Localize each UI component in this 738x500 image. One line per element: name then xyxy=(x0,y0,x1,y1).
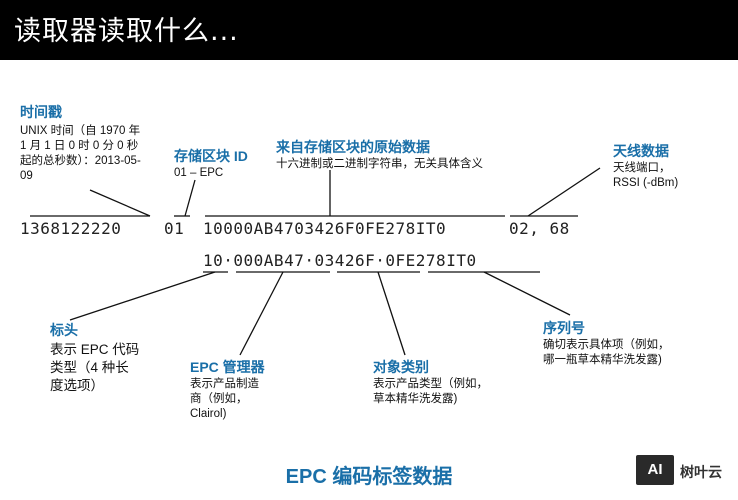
header-field-title: 标头 xyxy=(50,322,78,338)
pointer-manager xyxy=(239,271,284,356)
pointer-header xyxy=(69,271,216,321)
header-field-desc-line: 度选项） xyxy=(50,378,104,393)
timestamp-desc-line: 1 月 1 日 0 时 0 分 0 秒 xyxy=(20,140,139,152)
header-field-desc: 表示 EPC 代码 类型（4 种长 度选项） xyxy=(50,341,139,395)
memory-block-desc: 01 – EPC xyxy=(174,167,224,179)
epc-manager-desc: 表示产品制造 商（例如， Clairol) xyxy=(190,377,259,422)
logo-mark: AI xyxy=(636,455,674,485)
pointer-timestamp xyxy=(89,189,151,217)
logo-name: 树叶云 xyxy=(680,464,722,480)
pointer-block xyxy=(184,179,196,217)
memory-block-title: 存储区块 ID xyxy=(174,148,248,164)
pointer-antenna xyxy=(527,167,601,217)
object-class-desc-line: 草本精华洗发露) xyxy=(373,393,458,405)
page-title: 读取器读取什么... xyxy=(14,16,239,47)
object-class-desc: 表示产品类型（例如， 草本精华洗发露) xyxy=(373,377,488,407)
timestamp-title: 时间戳 xyxy=(20,104,62,120)
epc-manager-title: EPC 管理器 xyxy=(190,359,265,375)
epc-manager-desc-line: 表示产品制造 xyxy=(190,378,259,390)
header-field-desc-line: 类型（4 种长 xyxy=(50,360,129,375)
timestamp-desc-line: UNIX 时间（自 1970 年 xyxy=(20,125,141,137)
antenna-title: 天线数据 xyxy=(613,143,669,159)
antenna-desc: 天线端口， RSSI (-dBm) xyxy=(613,161,678,191)
pointer-serial xyxy=(483,271,571,316)
serial-desc: 确切表示具体项（例如， 哪一瓶草本精华洗发露) xyxy=(543,338,670,368)
raw-data-desc: 十六进制或二进制字符串，无关具体含义 xyxy=(276,158,483,170)
footer-title: EPC 编码标签数据 xyxy=(285,466,453,488)
pointer-object xyxy=(377,271,406,356)
header-field-desc-line: 表示 EPC 代码 xyxy=(50,342,140,357)
antenna-desc-line: 天线端口， xyxy=(613,162,671,174)
object-class-desc-line: 表示产品类型（例如， xyxy=(373,378,488,390)
timestamp-desc-line: 09 xyxy=(20,170,33,182)
timestamp-desc: UNIX 时间（自 1970 年 1 月 1 日 0 时 0 分 0 秒 起的总… xyxy=(20,124,170,184)
read-timestamp-value: 1368122220 xyxy=(20,219,122,238)
read-block-value: 01 xyxy=(164,219,185,238)
timestamp-desc-line: 起的总秒数）：2013-05- xyxy=(20,155,141,167)
title-bar: 读取器读取什么... xyxy=(0,0,738,60)
read-raw-value: 10000AB4703426F0FE278IT0 xyxy=(203,219,447,238)
serial-desc-line: 确切表示具体项（例如， xyxy=(543,339,670,351)
serial-desc-line: 哪一瓶草本精华洗发露) xyxy=(543,354,662,366)
raw-data-title: 来自存储区块的原始数据 xyxy=(276,139,430,155)
object-class-title: 对象类别 xyxy=(373,359,429,375)
read-antenna-value: 02, 68 xyxy=(509,219,570,238)
serial-title: 序列号 xyxy=(543,320,585,336)
epc-manager-desc-line: Clairol) xyxy=(190,408,227,420)
epc-value: 10·000AB47·03426F·0FE278IT0 xyxy=(203,251,477,270)
epc-manager-desc-line: 商（例如， xyxy=(190,393,248,405)
antenna-desc-line: RSSI (-dBm) xyxy=(613,177,679,189)
